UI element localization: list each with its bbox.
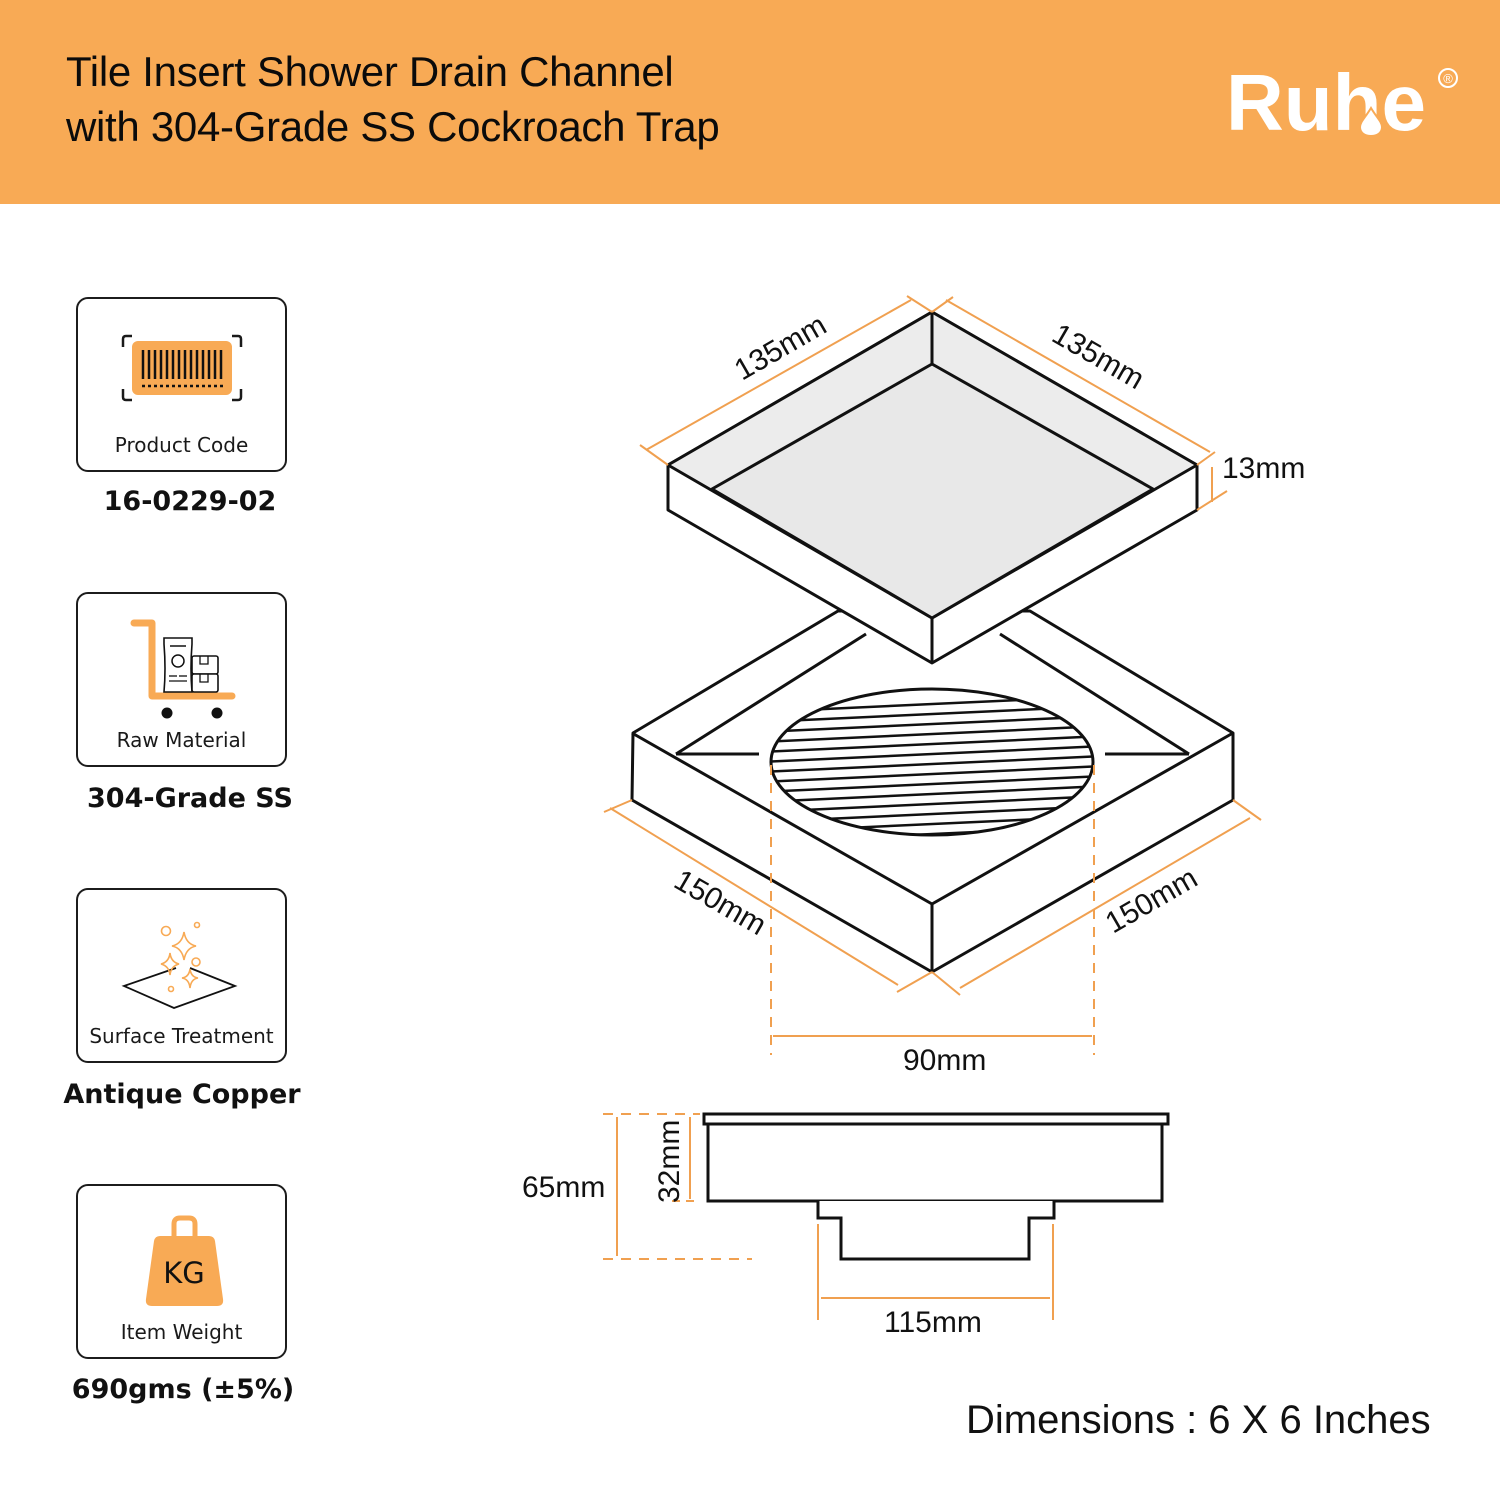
material-cart-icon xyxy=(130,619,236,719)
side-view-dimensions xyxy=(603,1113,1054,1320)
dim-label-body-height: 32mm xyxy=(653,1120,686,1203)
spec-card-raw-material: Raw Material xyxy=(76,592,287,767)
registered-mark-icon xyxy=(1438,68,1458,88)
weight-icon: KG xyxy=(145,1215,224,1306)
grate xyxy=(769,687,1095,837)
product-title: Tile Insert Shower Drain Channel with 30… xyxy=(66,44,720,154)
weight-icon-text: KG xyxy=(163,1256,205,1290)
grate-slat xyxy=(771,774,1093,794)
grate-slat xyxy=(771,734,1093,754)
grate-slat xyxy=(771,764,1093,784)
dimension-lines xyxy=(603,295,1262,1055)
registered-mark: ® xyxy=(1443,71,1453,86)
dimensions-summary: Dimensions : 6 X 6 Inches xyxy=(966,1398,1431,1442)
grate-slat xyxy=(771,784,1093,804)
dim-label-total-height: 65mm xyxy=(522,1171,605,1204)
spec-card-surface-treatment: Surface Treatment xyxy=(76,888,287,1063)
dim-label-top-right: 135mm xyxy=(1047,317,1150,396)
dim-label-base-right: 150mm xyxy=(1100,861,1203,940)
dim-label-trap-width: 115mm xyxy=(884,1306,982,1339)
title-line-1: Tile Insert Shower Drain Channel xyxy=(66,48,674,95)
spec-label: Surface Treatment xyxy=(89,1024,274,1048)
dim-label-top-left: 135mm xyxy=(729,308,832,387)
spec-label: Item Weight xyxy=(120,1320,243,1344)
spec-label: Raw Material xyxy=(116,728,247,752)
spec-card-product-code: Product Code xyxy=(76,297,287,472)
spec-value-product-code: 16-0229-02 xyxy=(103,486,277,517)
water-drop-icon xyxy=(1358,106,1384,138)
grate-slat xyxy=(771,744,1093,764)
ruhe-logo: Ruhe ® xyxy=(1226,58,1458,146)
spec-card-item-weight: KG Item Weight xyxy=(76,1184,287,1359)
grate-slat xyxy=(771,714,1093,734)
spec-label: Product Code xyxy=(114,433,249,457)
spec-value-surface-treatment: Antique Copper xyxy=(63,1079,301,1110)
side-view xyxy=(702,1112,1170,1261)
grate-slat xyxy=(771,724,1093,744)
header-banner: Tile Insert Shower Drain Channel with 30… xyxy=(0,0,1500,204)
sparkle-surface-icon xyxy=(121,921,238,1009)
dim-label-grate-diameter: 90mm xyxy=(903,1044,986,1077)
spec-value-item-weight: 690gms (±5%) xyxy=(71,1374,295,1405)
spec-value-raw-material: 304-Grade SS xyxy=(87,783,293,814)
dim-label-top-height: 13mm xyxy=(1222,452,1305,485)
barcode-icon xyxy=(121,334,243,402)
grate-slat xyxy=(771,794,1093,814)
grate-slat xyxy=(771,754,1093,774)
title-line-2: with 304-Grade SS Cockroach Trap xyxy=(66,103,720,150)
brand-name: Ruhe xyxy=(1226,58,1426,146)
